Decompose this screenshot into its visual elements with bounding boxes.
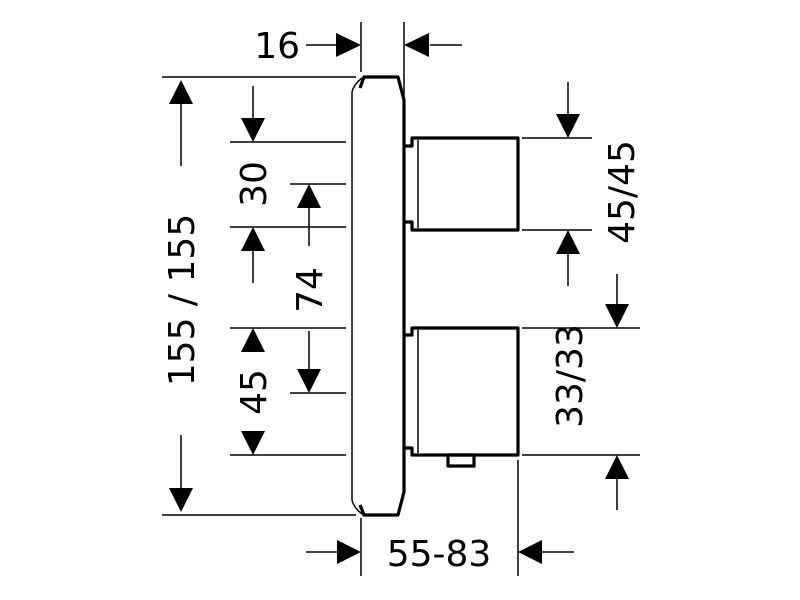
extension-lines [162, 22, 640, 576]
wall-plate [351, 75, 406, 517]
dim-upper-gap: 30 [234, 86, 275, 283]
dim-label-top-offset: 16 [254, 26, 300, 67]
dim-label-overall-height: 155 / 155 [162, 214, 203, 386]
dim-label-right-lower: 33/33 [550, 324, 591, 428]
dim-right-lower: 33/33 [550, 274, 629, 510]
dim-label-right-upper: 45/45 [602, 140, 643, 244]
dim-center-spacing: 74 [290, 184, 331, 393]
dim-label-upper-gap: 30 [234, 161, 275, 207]
upper-handle [404, 136, 520, 232]
dim-overall-height: 155 / 155 [162, 80, 203, 512]
lower-handle [404, 326, 520, 468]
dim-label-center-spacing: 74 [290, 267, 331, 313]
dim-lower-handle: 45 [234, 328, 275, 455]
dim-label-lower-handle: 45 [234, 369, 275, 415]
dim-right-upper: 45/45 [556, 82, 643, 286]
dim-label-projection: 55-83 [387, 534, 492, 575]
dim-projection: 55-83 [306, 534, 574, 575]
dim-top-offset: 16 [254, 26, 462, 67]
